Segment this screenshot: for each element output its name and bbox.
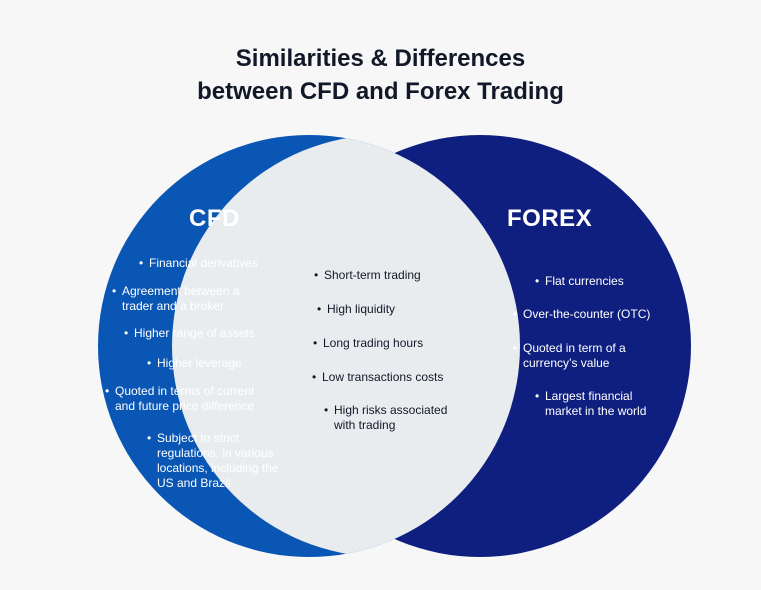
item-line: US and Brazil bbox=[157, 476, 231, 490]
item-line: High liquidity bbox=[327, 302, 396, 316]
item-line: Quoted in terms of current bbox=[115, 384, 255, 398]
common-item: • Low transactions costs bbox=[312, 370, 444, 385]
cfd-heading: CFD bbox=[189, 205, 240, 232]
bullet-icon: • bbox=[124, 326, 129, 340]
item-line: regulations, in various bbox=[157, 446, 274, 460]
item-line: Quoted in term of a bbox=[523, 341, 626, 355]
bullet-icon: • bbox=[513, 341, 518, 355]
bullet-icon: • bbox=[513, 307, 518, 321]
item-line: Agreement between a bbox=[122, 284, 240, 298]
bullet-icon: • bbox=[147, 431, 152, 445]
item-line: Over-the-counter (OTC) bbox=[523, 307, 651, 321]
common-item: • High liquidity bbox=[317, 302, 396, 317]
item-line: with trading bbox=[334, 418, 396, 432]
diagram-title: Similarities & Differences between CFD a… bbox=[0, 42, 761, 108]
bullet-icon: • bbox=[535, 274, 540, 288]
item-line: Higher leverage bbox=[157, 356, 242, 370]
item-line: Largest financial bbox=[545, 389, 633, 403]
common-item: • Short-term trading bbox=[314, 268, 421, 283]
item-line: locations, including the bbox=[157, 461, 279, 475]
bullet-icon: • bbox=[324, 403, 329, 417]
item-line: Low transactions costs bbox=[322, 370, 444, 384]
item-line: Long trading hours bbox=[323, 336, 424, 350]
bullet-icon: • bbox=[139, 256, 144, 270]
bullet-icon: • bbox=[313, 336, 318, 350]
bullet-icon: • bbox=[112, 284, 117, 298]
item-line: currency’s value bbox=[523, 356, 610, 370]
forex-item: • Flat currencies bbox=[535, 274, 624, 289]
bullet-icon: • bbox=[314, 268, 319, 282]
bullet-icon: • bbox=[147, 356, 152, 370]
item-line: trader and a broker bbox=[122, 299, 225, 313]
item-line: Financial derivatives bbox=[149, 256, 258, 270]
item-line: and future price difference bbox=[115, 399, 255, 413]
item-line: High risks associated bbox=[334, 403, 448, 417]
bullet-icon: • bbox=[105, 384, 110, 398]
item-line: Short-term trading bbox=[324, 268, 421, 282]
overlap-area bbox=[172, 135, 520, 557]
forex-heading: FOREX bbox=[507, 205, 593, 232]
cfd-item: • Higher leverage bbox=[147, 356, 242, 371]
item-line: Higher range of assets bbox=[134, 326, 255, 340]
title-line-1: Similarities & Differences bbox=[235, 45, 526, 72]
common-item: • Long trading hours bbox=[313, 336, 424, 351]
item-line: Subject to strict bbox=[157, 431, 240, 445]
item-line: Flat currencies bbox=[545, 274, 624, 288]
bullet-icon: • bbox=[535, 389, 540, 403]
bullet-icon: • bbox=[312, 370, 317, 384]
bullet-icon: • bbox=[317, 302, 322, 316]
item-line: market in the world bbox=[545, 404, 647, 418]
title-line-2: between CFD and Forex Trading bbox=[197, 78, 564, 105]
cfd-item: • Higher range of assets bbox=[124, 326, 255, 341]
cfd-item: • Financial derivatives bbox=[139, 256, 258, 271]
forex-item: • Over-the-counter (OTC) bbox=[513, 307, 651, 322]
